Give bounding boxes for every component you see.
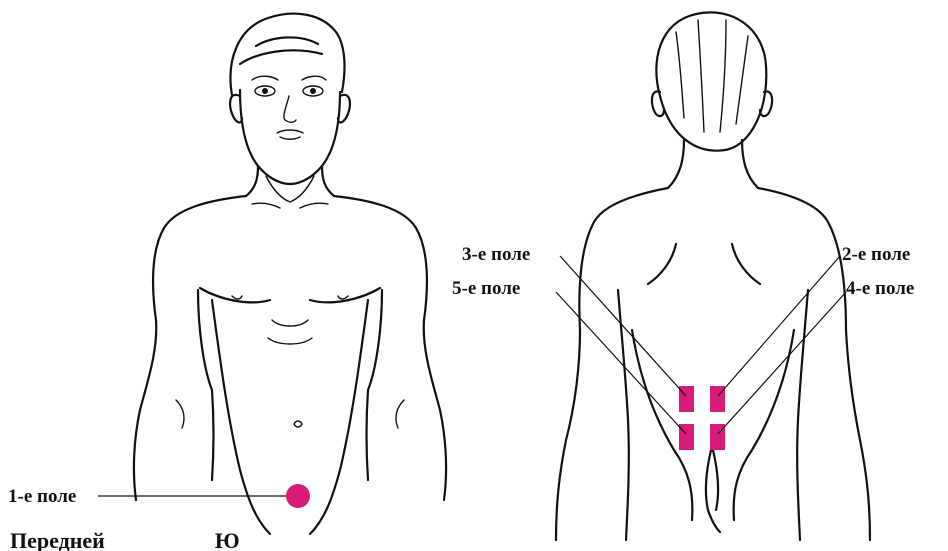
front-pectorals — [200, 288, 380, 302]
back-head — [656, 12, 766, 150]
front-ribcage — [268, 320, 312, 344]
back-hair-strands — [676, 20, 748, 132]
back-right-shoulder-arm — [758, 188, 870, 540]
field-3-label: 3-е поле — [462, 244, 530, 265]
back-left-scapula — [648, 244, 676, 284]
back-left-shoulder-arm — [556, 188, 668, 540]
back-left-inner-arm — [618, 290, 629, 540]
bottom-caption: Передней Ю — [10, 528, 240, 551]
back-right-inner-arm — [797, 290, 808, 540]
back-neck — [668, 140, 758, 188]
front-collarbones — [252, 203, 328, 208]
field-2-label: 2-е поле — [842, 244, 910, 265]
field-5-marker — [679, 424, 694, 450]
front-mouth — [277, 130, 303, 139]
back-gluteal-cleft — [706, 446, 720, 532]
front-right-shoulder-arm — [334, 196, 446, 500]
front-neck — [246, 166, 334, 196]
front-hair — [231, 14, 345, 95]
front-right-inner-arm — [367, 290, 383, 480]
back-right-ear — [760, 91, 772, 116]
back-right-scapula — [732, 244, 760, 284]
field-1-label: 1-е поле — [8, 486, 76, 507]
front-left-pupil — [262, 88, 268, 94]
front-nose — [284, 96, 296, 122]
front-navel — [294, 421, 302, 427]
field-4-leader — [718, 292, 846, 434]
field-5-label: 5-е поле — [452, 278, 520, 299]
field-1-marker — [286, 484, 310, 508]
front-elbow-marks — [176, 400, 404, 428]
front-face-outline — [240, 90, 340, 184]
front-right-torso — [310, 300, 368, 534]
front-left-shoulder-arm — [134, 196, 246, 500]
field-2-leader — [718, 256, 840, 396]
back-right-waist — [734, 330, 794, 520]
front-eyebrows — [252, 76, 326, 80]
front-nipples — [232, 296, 348, 299]
front-right-pupil — [310, 88, 316, 94]
front-figure — [134, 14, 446, 534]
front-left-torso — [212, 300, 270, 534]
front-left-inner-arm — [198, 290, 214, 480]
field-4-label: 4-е поле — [846, 278, 914, 299]
